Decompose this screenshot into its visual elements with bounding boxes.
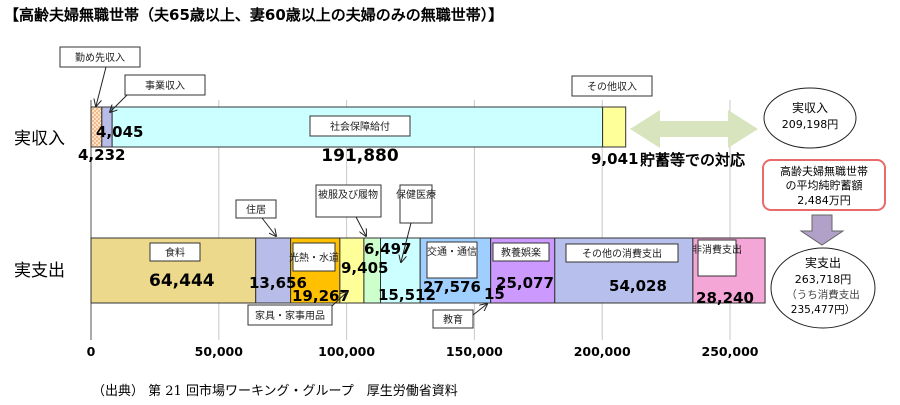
value-non-consumption: 28,240 [696, 289, 754, 307]
value-other-income: 9,041 [591, 150, 638, 168]
category-label-income: 実収入 [14, 129, 65, 149]
bar-segment-expense-1 [255, 237, 292, 304]
value-health: 15,512 [378, 286, 436, 304]
x-tick-label: 150,000 [446, 344, 503, 359]
savings-box: 高齢夫婦無職世帯 の平均純貯蓄額 2,484万円 [762, 159, 886, 211]
value-housing: 13,656 [249, 274, 307, 292]
value-social-security: 191,880 [321, 146, 399, 166]
value-transport: 27,576 [423, 278, 481, 296]
expense-total-title: 実支出 [805, 255, 841, 270]
income-total-ellipse: 実収入 209,198円 [763, 87, 857, 149]
label-clothing: 被服及び履物 [318, 188, 378, 201]
x-tick-label: 0 [87, 344, 96, 359]
bar-segment-expense-5 [380, 237, 421, 304]
value-furniture: 9,405 [341, 259, 388, 277]
down-arrow-icon [799, 214, 845, 246]
label-transport: 交通・通信 [427, 245, 477, 258]
double-arrow-icon [630, 110, 758, 148]
value-clothing: 6,497 [364, 240, 411, 258]
source-note: （出典） 第 21 回市場ワーキング・グループ 厚生労働省資料 [92, 383, 458, 399]
expense-total-value: 263,718円 [795, 273, 852, 286]
x-tick-label: 200,000 [574, 344, 631, 359]
label-non-consumption: 非消費支出 [692, 243, 742, 256]
value-food: 64,444 [149, 271, 215, 291]
income-total-value: 209,198円 [782, 118, 839, 131]
category-label-expense: 実支出 [14, 261, 65, 281]
chart-title: 【高齢夫婦無職世帯（夫65歳以上、妻60歳以上の夫婦のみの無職世帯）】 [4, 6, 503, 24]
label-other-consumption: その他の消費支出 [582, 247, 662, 260]
label-social-security: 社会保障給付 [330, 120, 390, 133]
callout-other-income: その他収入 [571, 75, 653, 97]
label-furniture: 家具・家事用品 [255, 309, 325, 322]
label-business-income: 事業収入 [145, 79, 185, 92]
label-other-income: その他収入 [587, 80, 637, 93]
callout-work-income: 勤め先収入 [59, 46, 141, 106]
consumption-line2: 235,477円） [791, 304, 855, 316]
value-recreation: 25,077 [496, 274, 554, 292]
label-health: 保健医療 [396, 188, 436, 201]
bar-segment-income-3 [602, 106, 627, 148]
label-housing: 住居 [246, 203, 266, 216]
label-work-income: 勤め先収入 [75, 51, 125, 64]
x-axis-ticks: 0 50,000 100,000 150,000 200,000 250,000 [87, 344, 759, 359]
savings-box-line3: 2,484万円 [797, 194, 851, 207]
consumption-line1: （うち消費支出 [786, 288, 860, 301]
x-tick-label: 250,000 [702, 344, 759, 359]
label-education: 教育 [443, 313, 463, 326]
x-tick-label: 50,000 [195, 344, 244, 359]
savings-label: 貯蓄等での対応 [640, 151, 745, 169]
callout-social-security: 社会保障給付 [309, 115, 411, 137]
value-business-income: 4,045 [96, 123, 143, 141]
expense-total-ellipse: 実支出 263,718円 （うち消費支出 235,477円） [770, 247, 876, 329]
callout-business-income: 事業収入 [110, 74, 206, 112]
label-utilities: 光熱・水道 [289, 251, 339, 264]
income-total-title: 実収入 [792, 100, 828, 115]
x-tick-label: 100,000 [318, 344, 375, 359]
value-work-income: 4,232 [78, 146, 125, 164]
bar-segments [90, 106, 766, 304]
savings-box-line2: の平均純貯蓄額 [786, 179, 863, 192]
value-education: 15 [484, 285, 505, 303]
value-utilities: 19,267 [292, 287, 350, 305]
value-other-consumption: 54,028 [609, 277, 667, 295]
label-recreation: 教養娯楽 [501, 246, 541, 259]
label-food: 食料 [165, 246, 185, 259]
savings-box-line1: 高齢夫婦無職世帯 [780, 164, 868, 178]
